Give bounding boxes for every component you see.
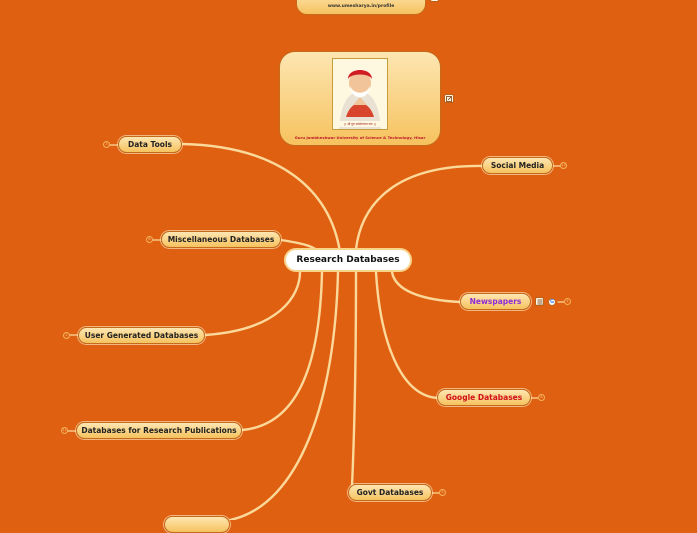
node-label: Data Tools — [127, 140, 172, 149]
node-label: Govt Databases — [356, 488, 424, 497]
saint-portrait-icon — [333, 59, 387, 129]
top-card-open-button[interactable] — [430, 0, 439, 2]
node-label: Social Media — [490, 161, 545, 170]
node-label: User Generated Databases — [84, 331, 199, 340]
link-google-databases — [374, 270, 439, 400]
child-count-badge[interactable]: 6 — [146, 236, 153, 243]
google-icon[interactable]: G — [548, 298, 556, 306]
node-google-databases[interactable]: Google Databases — [437, 389, 531, 406]
node-databases-research-publications[interactable]: Databases for Research Publications — [76, 422, 242, 439]
link-research-publications — [240, 270, 324, 432]
node-partial-bottom[interactable] — [164, 516, 230, 533]
child-count-badge[interactable]: 2 — [63, 332, 70, 339]
child-count-badge[interactable]: 8 — [538, 394, 545, 401]
portrait-image: || श्री गुरु जम्भेश्वराय नमः || — [332, 58, 388, 130]
node-label: Databases for Research Publications — [81, 426, 237, 435]
profile-url-node[interactable]: www.umesharya.in/profile — [296, 0, 426, 15]
link-user-generated — [203, 270, 302, 337]
link-data-tools — [180, 142, 342, 254]
node-social-media[interactable]: Social Media — [482, 157, 553, 174]
node-label: Miscellaneous Databases — [167, 235, 275, 244]
node-miscellaneous-databases[interactable]: Miscellaneous Databases — [161, 231, 281, 248]
link-social-media — [354, 164, 484, 251]
node-govt-databases[interactable]: Govt Databases — [348, 484, 432, 501]
portrait-inscription: || श्री गुरु जम्भेश्वराय नमः || — [344, 122, 376, 126]
university-caption: Guru Jambheshwar University of Science &… — [294, 135, 426, 140]
node-label: Newspapers — [469, 297, 522, 306]
university-image-node[interactable]: || श्री गुरु जम्भेश्वराय नमः || Guru Jam… — [279, 51, 441, 146]
link-govt-databases — [350, 270, 358, 488]
profile-url-text: www.umesharya.in/profile — [327, 4, 395, 9]
link-newspapers — [390, 270, 462, 304]
node-user-generated-databases[interactable]: User Generated Databases — [78, 327, 205, 344]
child-count-badge[interactable]: 4 — [564, 298, 571, 305]
central-topic[interactable]: Research Databases — [284, 248, 412, 272]
connector-lines — [67, 142, 565, 520]
node-data-tools[interactable]: Data Tools — [118, 136, 182, 153]
child-count-badge[interactable]: 5 — [439, 489, 446, 496]
link-bottom-node — [228, 270, 340, 520]
child-count-badge[interactable]: 3 — [103, 141, 110, 148]
child-count-badge[interactable]: 12 — [560, 162, 567, 169]
note-icon — [537, 299, 542, 304]
node-label: Google Databases — [445, 393, 523, 402]
image-card-open-button[interactable] — [444, 94, 454, 103]
note-button[interactable] — [535, 297, 544, 306]
open-icon — [446, 95, 452, 102]
node-newspapers[interactable]: Newspapers — [460, 293, 531, 310]
child-count-badge[interactable]: 11 — [61, 427, 68, 434]
